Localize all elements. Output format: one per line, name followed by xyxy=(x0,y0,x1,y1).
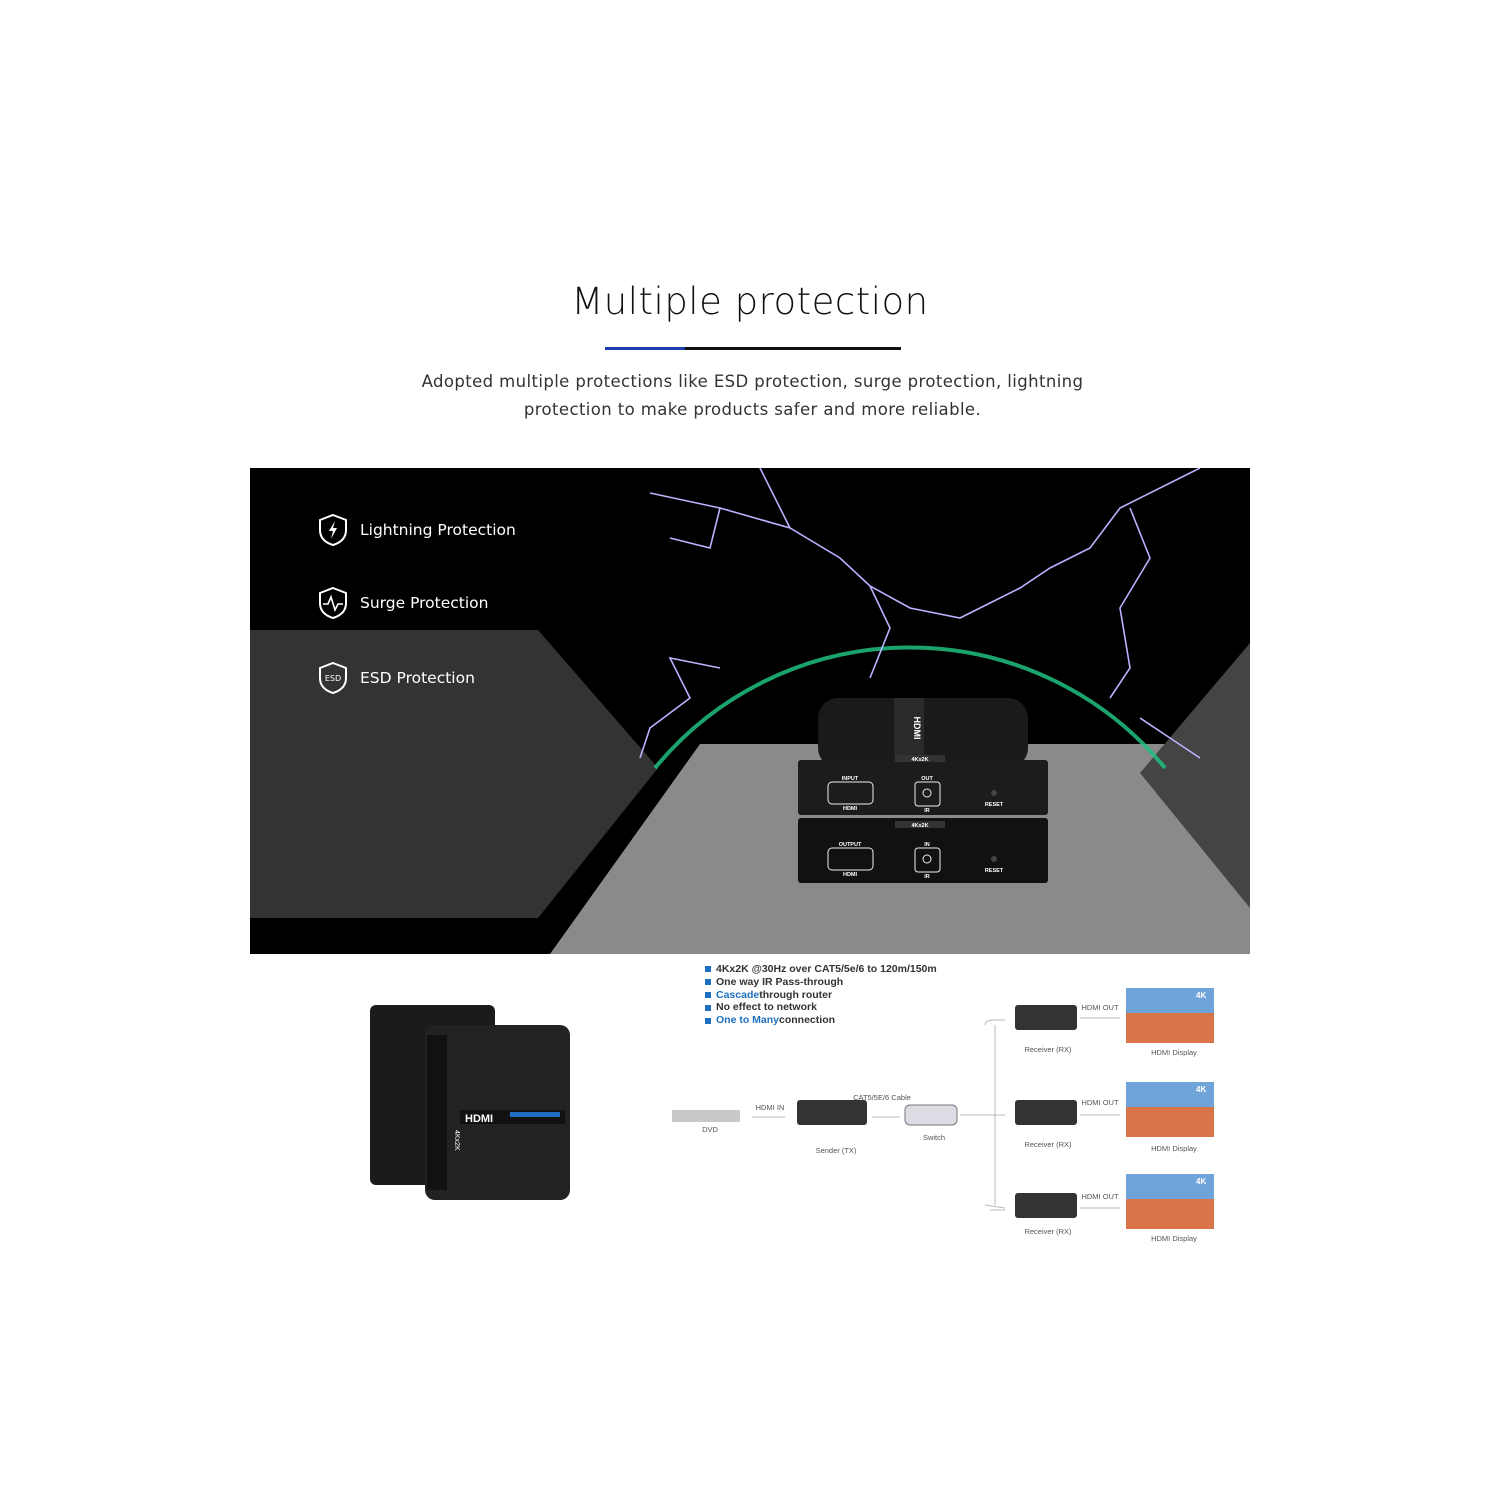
top-hdmi-label: HDMI xyxy=(843,806,858,812)
bottom-hdmi-port xyxy=(827,847,874,871)
page-description: Adopted multiple protections like ESD pr… xyxy=(421,372,1084,419)
top-reset-label: RESET xyxy=(985,802,1004,808)
top-hdmi-port xyxy=(827,781,874,805)
network-switch xyxy=(904,1104,958,1126)
top-ir-label: IR xyxy=(924,808,930,814)
feature-lightning: Lightning Protection xyxy=(318,513,516,547)
svg-text:ESD: ESD xyxy=(325,674,341,683)
product-image: HDMI 4Kx2K xyxy=(370,1005,570,1200)
bottom-reset-label: RESET xyxy=(985,868,1004,874)
svg-text:4K: 4K xyxy=(1196,1085,1206,1094)
feature-label: Lightning Protection xyxy=(360,521,516,539)
svg-text:4Kx2K: 4Kx2K xyxy=(453,1130,460,1151)
top-unit-front xyxy=(798,760,1048,815)
dvd-player xyxy=(672,1110,740,1122)
svg-text:4K: 4K xyxy=(1196,1177,1206,1186)
svg-text:Receiver (RX): Receiver (RX) xyxy=(1024,1140,1072,1149)
sender-device xyxy=(797,1100,867,1125)
bottom-ir-label: IR xyxy=(924,874,930,880)
bottom-in-label: IN xyxy=(924,842,930,848)
spec-item: No effect to network xyxy=(705,1001,937,1014)
bottom-output-label: OUTPUT xyxy=(839,842,862,848)
pulse-shield-icon xyxy=(319,586,347,620)
svg-text:HDMI IN: HDMI IN xyxy=(756,1103,785,1112)
esd-shield-icon: ESD xyxy=(319,661,347,695)
page-title: Multiple protection xyxy=(571,280,929,323)
svg-text:HDMI Display: HDMI Display xyxy=(1151,1048,1197,1057)
spec-list: 4Kx2K @30Hz over CAT5/5e/6 to 120m/150m … xyxy=(705,963,937,1027)
lightning-icon xyxy=(639,468,1201,759)
bottom-ir-port xyxy=(914,847,941,873)
spec-item: 4Kx2K @30Hz over CAT5/5e/6 to 120m/150m xyxy=(705,963,937,976)
grey-panel-shape xyxy=(250,630,658,918)
lightning-shield-icon xyxy=(319,513,347,547)
svg-text:Switch: Switch xyxy=(923,1133,945,1142)
svg-text:HDMI: HDMI xyxy=(465,1113,493,1125)
top-model-label: 4Kx2K xyxy=(911,757,928,763)
top-reset-button xyxy=(991,790,997,796)
spec-item: One to Many connection xyxy=(705,1014,937,1027)
svg-text:Receiver (RX): Receiver (RX) xyxy=(1024,1045,1072,1054)
svg-text:Receiver (RX): Receiver (RX) xyxy=(1024,1227,1072,1236)
svg-text:HDMI Display: HDMI Display xyxy=(1151,1234,1197,1243)
spec-item: One way IR Pass-through xyxy=(705,976,937,989)
svg-text:DVD: DVD xyxy=(702,1125,718,1134)
bottom-unit-front xyxy=(798,818,1048,883)
bottom-reset-button xyxy=(991,856,997,862)
svg-text:4K: 4K xyxy=(1196,991,1206,1000)
connection-diagram: 4K 4K 4K DVD HDMI IN Sender (TX) CAT5/5E/6… xyxy=(672,988,1214,1243)
bottom-model-label: 4Kx2K xyxy=(911,823,928,829)
banner-scene: INPUT HDMI OUT IR RESET OUTPUT HDMI IN I… xyxy=(250,468,1250,954)
svg-text:HDMI OUT: HDMI OUT xyxy=(1081,1003,1118,1012)
svg-text:HDMI OUT: HDMI OUT xyxy=(1081,1192,1118,1201)
svg-text:HDMI Display: HDMI Display xyxy=(1151,1144,1197,1153)
top-unit-label-strip xyxy=(894,698,924,756)
bottom-hdmi-label: HDMI xyxy=(843,872,858,878)
feature-label: Surge Protection xyxy=(360,594,489,612)
feature-esd: ESD ESD Protection xyxy=(318,661,475,695)
svg-text:HDMI OUT: HDMI OUT xyxy=(1081,1098,1118,1107)
top-input-label: INPUT xyxy=(842,776,859,782)
top-ir-port xyxy=(914,781,941,807)
top-out-label: OUT xyxy=(921,776,933,782)
extender-stack xyxy=(798,698,1048,883)
hdmi-displays xyxy=(1126,988,1214,1229)
feature-surge: Surge Protection xyxy=(318,586,488,620)
receiver-devices xyxy=(1015,1005,1077,1218)
spec-item: Cascade through router xyxy=(705,989,937,1002)
title-underline xyxy=(605,347,901,350)
device-labels: INPUT HDMI OUT IR RESET OUTPUT HDMI IN I… xyxy=(839,717,1004,881)
svg-text:CAT5/5E/6 Cable: CAT5/5E/6 Cable xyxy=(853,1093,911,1102)
protection-arc xyxy=(653,645,1167,770)
protection-banner: INPUT HDMI OUT IR RESET OUTPUT HDMI IN I… xyxy=(250,468,1250,954)
feature-label: ESD Protection xyxy=(360,669,475,687)
svg-text:Sender (TX): Sender (TX) xyxy=(816,1146,857,1155)
device-brand-label: HDMI xyxy=(912,717,922,740)
